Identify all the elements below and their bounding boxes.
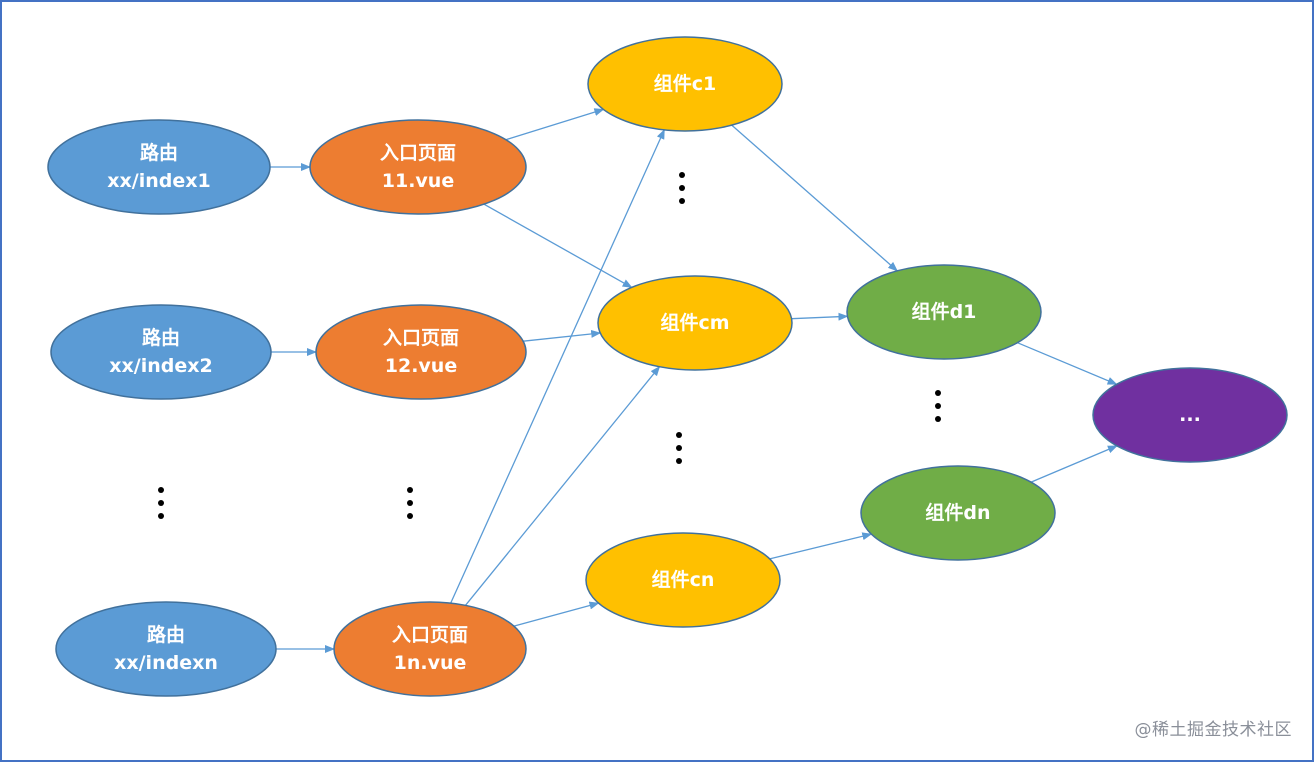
node-route2-shape xyxy=(50,304,272,400)
node-c1-label-0: 组件c1 xyxy=(654,72,716,95)
edge-cn-to-dn xyxy=(769,532,873,560)
node-cm-shape xyxy=(597,275,793,371)
node-route1-shape xyxy=(47,119,271,215)
node-routen-shape xyxy=(55,601,277,697)
edge-entry12-to-cm xyxy=(523,329,602,342)
edge-entry11-to-c1 xyxy=(505,108,605,141)
node-cm-label-0: 组件cm xyxy=(660,311,729,334)
ellipsis-c-lower xyxy=(676,432,682,464)
ellipsis-route-column xyxy=(158,487,164,519)
edges-layer xyxy=(270,108,1118,653)
node-d1: 组件d1 xyxy=(846,264,1042,360)
ellipsis-layer xyxy=(158,172,941,519)
node-d1-label-0: 组件d1 xyxy=(912,300,977,323)
node-entry1n: 入口页面 1n.vue xyxy=(333,601,527,697)
node-entry11-shape xyxy=(309,119,527,215)
node-route1: 路由 xx/index1 xyxy=(47,119,271,215)
node-entry1n-label-1: 1n.vue xyxy=(394,652,467,674)
node-c1-shape xyxy=(587,36,783,132)
node-cn-label-0: 组件cn xyxy=(652,568,715,591)
nodes-layer: 路由 xx/index1 路由 xx/index2 路由 xx/indexn 入口页面 11.… xyxy=(47,36,1288,697)
node-entry12-shape xyxy=(315,304,527,400)
node-c1: 组件c1 xyxy=(587,36,783,132)
node-entry12: 入口页面 12.vue xyxy=(315,304,527,400)
node-cm: 组件cm xyxy=(597,275,793,371)
node-entry12-label-0: 入口页面 xyxy=(383,327,459,349)
node-dn-shape xyxy=(860,465,1056,561)
edge-entry11-to-cm xyxy=(483,203,633,288)
edge-c1-to-d1 xyxy=(731,124,898,272)
node-route2: 路由 xx/index2 xyxy=(50,304,272,400)
node-routen-label-0: 路由 xyxy=(147,623,185,646)
node-route1-label-1: xx/index1 xyxy=(107,170,210,192)
edge-entry1n-to-cn xyxy=(513,601,600,627)
edge-entry1n-to-c1 xyxy=(450,128,665,604)
node-route2-label-1: xx/index2 xyxy=(109,355,212,377)
ellipsis-d-column xyxy=(935,390,941,422)
node-route1-label-0: 路由 xyxy=(140,141,178,164)
node-entry12-label-1: 12.vue xyxy=(385,355,457,377)
node-entry1n-shape xyxy=(333,601,527,697)
node-entry11-label-1: 11.vue xyxy=(382,170,454,192)
node-end-label-0: ... xyxy=(1179,404,1201,426)
edge-entry1n-to-cm xyxy=(464,365,661,606)
node-route2-label-0: 路由 xyxy=(142,326,180,349)
node-end: ... xyxy=(1092,367,1288,463)
node-cn: 组件cn xyxy=(585,532,781,628)
node-end-shape xyxy=(1092,367,1288,463)
edge-cm-to-d1 xyxy=(791,312,849,321)
node-dn: 组件dn xyxy=(860,465,1056,561)
node-dn-label-0: 组件dn xyxy=(925,501,990,524)
ellipsis-c-upper xyxy=(679,172,685,204)
ellipsis-entry-column xyxy=(407,487,413,519)
edge-dn-to-end xyxy=(1030,445,1118,483)
node-cn-shape xyxy=(585,532,781,628)
node-routen: 路由 xx/indexn xyxy=(55,601,277,697)
node-entry11: 入口页面 11.vue xyxy=(309,119,527,215)
node-entry1n-label-0: 入口页面 xyxy=(392,624,468,646)
node-entry11-label-0: 入口页面 xyxy=(380,142,456,164)
watermark: @稀土掘金技术社区 xyxy=(1134,720,1292,740)
node-routen-label-1: xx/indexn xyxy=(114,652,218,674)
edge-d1-to-end xyxy=(1017,342,1118,385)
node-d1-shape xyxy=(846,264,1042,360)
